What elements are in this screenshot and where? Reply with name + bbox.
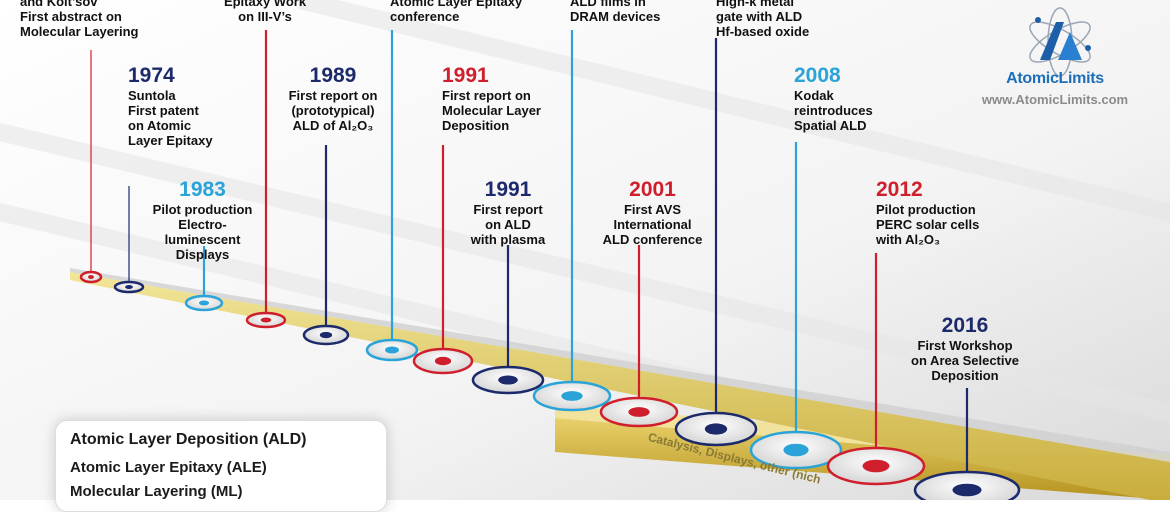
- event-label-13: 2016 First Workshop on Area Selective De…: [890, 314, 1040, 383]
- event-text: First report on Molecular Layer Depositi…: [442, 88, 541, 133]
- event-label-9: 2001 First AVS International ALD confere…: [590, 178, 715, 247]
- event-marker-1: [113, 280, 145, 294]
- event-label-4: 1989 First report on (prototypical) ALD …: [268, 64, 398, 133]
- event-marker-6: [412, 347, 474, 375]
- event-year: 1991: [442, 64, 489, 87]
- event-text: Pilot production Electro- luminescent Di…: [152, 202, 253, 262]
- event-text: and Kolt’sov First abstract on Molecular…: [20, 0, 139, 39]
- event-marker-0: [79, 270, 103, 284]
- brand-name: AtomicLimits: [1006, 70, 1104, 87]
- event-label-6: 1991 First report on Molecular Layer Dep…: [442, 64, 541, 133]
- event-label-7: 1991 First report on ALD with plasma: [452, 178, 564, 247]
- event-text: Pilot production PERC solar cells with A…: [876, 202, 980, 247]
- event-year: 1983: [179, 178, 226, 201]
- event-marker-8: [532, 380, 612, 412]
- timeline-graphic: [0, 0, 1170, 500]
- event-marker-10: [674, 411, 758, 447]
- event-label-12: 2012 Pilot production PERC solar cells w…: [876, 178, 979, 247]
- atom-logo-icon: [1029, 7, 1091, 77]
- event-text: First report on (prototypical) ALD of Al…: [288, 88, 378, 133]
- event-marker-13: [913, 470, 1021, 500]
- legend-box: Atomic Layer Deposition (ALD) Atomic Lay…: [55, 420, 387, 512]
- legend-title: Atomic Layer Deposition (ALD): [70, 431, 307, 448]
- event-label-5: Atomic Layer Epitaxy conference: [390, 0, 522, 24]
- event-label-2: 1983 Pilot production Electro- luminesce…: [130, 178, 275, 262]
- event-marker-11: [749, 430, 843, 470]
- event-marker-9: [599, 396, 679, 428]
- event-label-11: 2008 Kodak reintroduces Spatial ALD: [794, 64, 873, 133]
- event-marker-4: [302, 324, 350, 346]
- event-label-10: High-k metal gate with ALD Hf-based oxid…: [716, 0, 809, 39]
- event-text: ALD films in DRAM devices: [570, 0, 661, 24]
- event-year: 1974: [128, 64, 175, 87]
- event-marker-3: [245, 311, 287, 329]
- event-marker-12: [826, 446, 926, 486]
- event-text: First AVS International ALD conference: [602, 202, 703, 247]
- event-text: Suntola First patent on Atomic Layer Epi…: [128, 88, 213, 148]
- brand-url[interactable]: www.AtomicLimits.com: [981, 92, 1129, 107]
- event-text: Kodak reintroduces Spatial ALD: [794, 88, 873, 133]
- event-marker-5: [365, 338, 419, 362]
- event-marker-7: [471, 365, 545, 395]
- event-label-1: 1974 Suntola First patent on Atomic Laye…: [128, 64, 213, 148]
- event-year: 1989: [309, 64, 357, 87]
- event-text: Atomic Layer Epitaxy conference: [390, 0, 523, 24]
- event-text: Epitaxy Work on III-V’s: [223, 0, 307, 24]
- event-text: First Workshop on Area Selective Deposit…: [911, 338, 1019, 383]
- event-label-8: ALD films in DRAM devices: [570, 0, 660, 24]
- event-label-0: and Kolt’sov First abstract on Molecular…: [20, 0, 138, 39]
- event-text: High-k metal gate with ALD Hf-based oxid…: [716, 0, 810, 39]
- event-year: 2008: [794, 64, 841, 87]
- event-label-3: Epitaxy Work on III-V’s: [200, 0, 330, 24]
- event-marker-2: [184, 294, 224, 312]
- event-year: 2016: [941, 314, 989, 337]
- event-text: First report on ALD with plasma: [470, 202, 546, 247]
- legend-item-ale: Atomic Layer Epitaxy (ALE): [70, 459, 267, 476]
- event-year: 1991: [484, 178, 532, 201]
- event-year: 2012: [876, 178, 923, 201]
- event-year: 2001: [629, 178, 676, 201]
- legend-item-ml: Molecular Layering (ML): [70, 483, 243, 500]
